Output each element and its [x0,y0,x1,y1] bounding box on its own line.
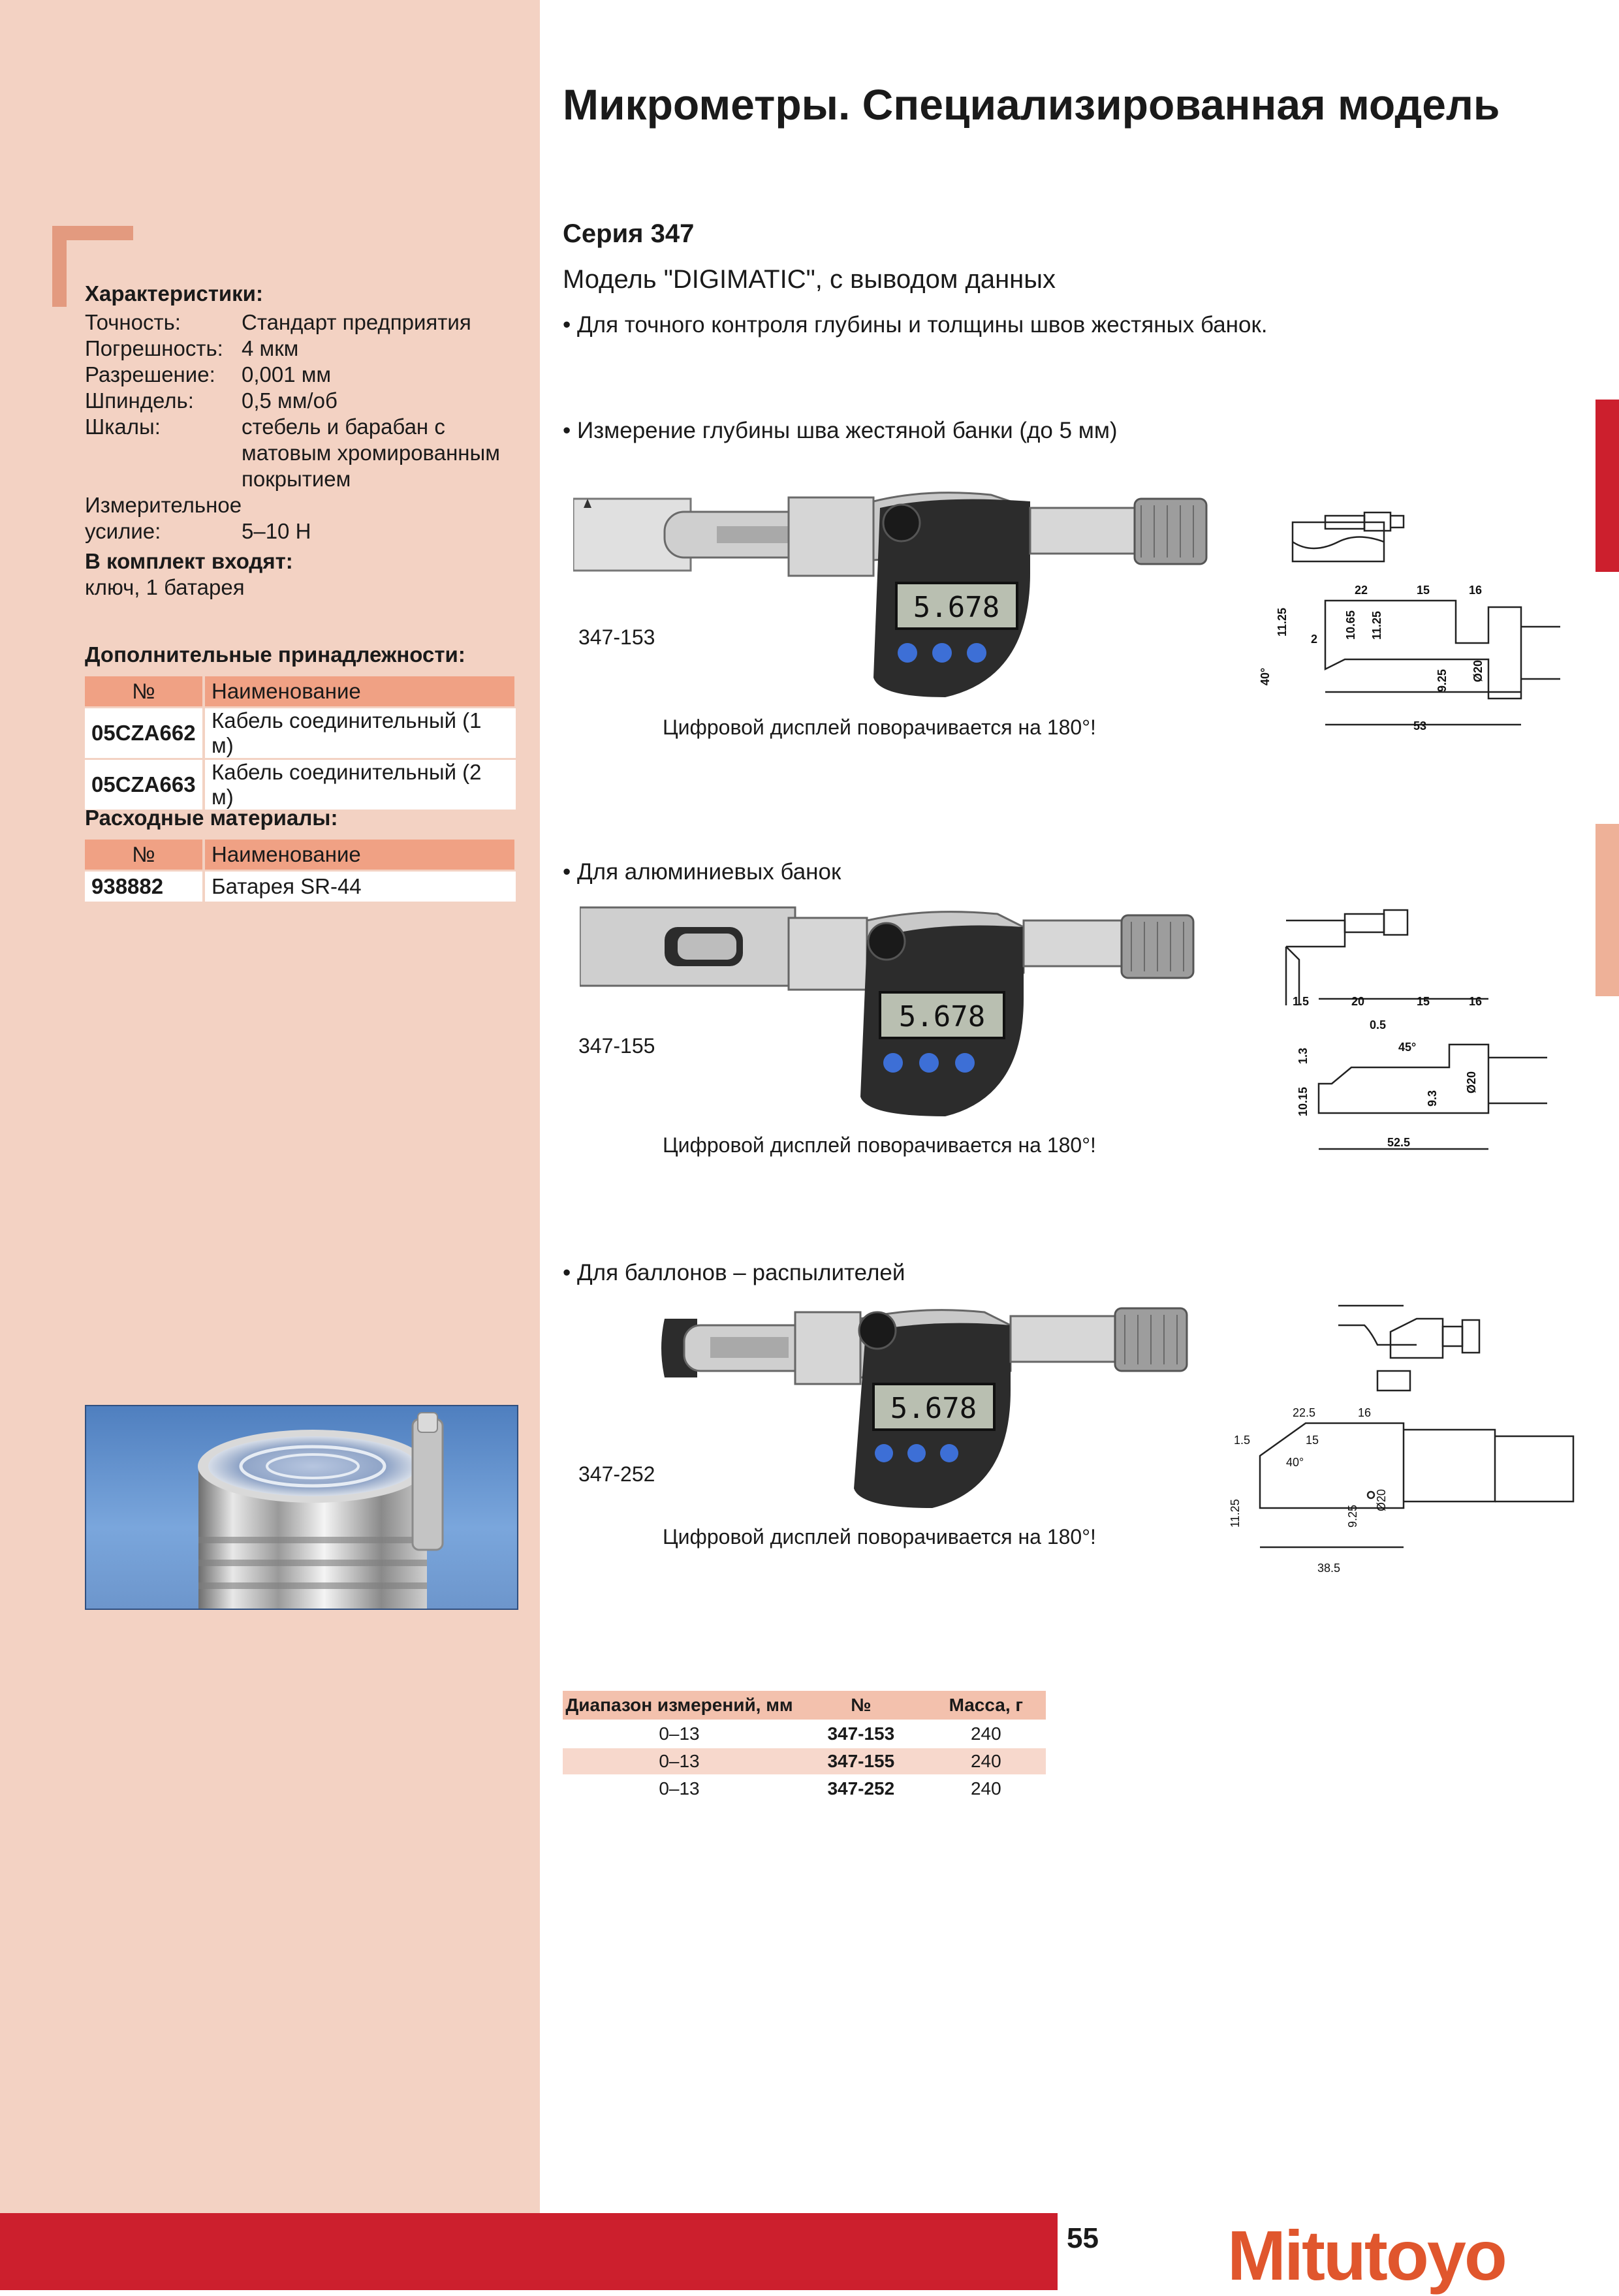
dim-label: 11.25 [1370,611,1383,640]
col-mass: Масса, г [926,1691,1046,1720]
table-row: 0–13 347-155 240 [563,1747,1046,1775]
lcd-display: 5.678 [890,1392,977,1425]
sidebar [0,0,540,2213]
col-name: Наименование [204,840,517,871]
dim-label: 10.65 [1344,610,1357,640]
page-title: Микрометры. Специализированная модель [563,80,1500,129]
dim-label: 1.5 [1234,1434,1250,1447]
dim-label: 53 [1413,719,1426,732]
dim-label: 1.3 [1297,1048,1310,1064]
dim-label: 15 [1306,1434,1319,1447]
dim-label: 11.25 [1229,1499,1242,1528]
micrometer-347-155-icon: 5.678 [580,906,1195,1116]
dimension-drawing-347-252: 22.5 16 1.5 15 40° 11.25 9.25 Ø20 38.5 [1229,1304,1575,1575]
dim-label: 20 [1351,995,1364,1008]
series-title: Серия 347 [563,219,695,248]
kit-title: В комплект входят: [85,549,293,573]
dim-label: 22.5 [1293,1406,1315,1419]
dim-label: 2 [1311,633,1317,646]
spec-row: Точность:Стандарт предприятия [85,310,471,334]
dim-label: 40° [1259,668,1272,685]
page-number: 55 [1067,2222,1099,2254]
lcd-display: 5.678 [913,591,999,624]
dim-label: 10.15 [1297,1087,1310,1116]
product-caption: Цифровой дисплей поворачивается на 180°! [663,1525,1096,1549]
footer-bar [0,2213,1058,2290]
intro-bullet: • Для точного контроля глубины и толщины… [563,312,1268,338]
product-code: 347-155 [578,1034,655,1058]
characteristics-title: Характеристики: [85,281,263,306]
dim-label: Ø20 [1375,1489,1388,1511]
dim-label: 1.5 [1293,995,1309,1008]
table-row: 0–13 347-153 240 [563,1720,1046,1748]
dim-label: 16 [1469,995,1482,1008]
spec-row: Шпиндель:0,5 мм/об [85,388,338,413]
model-subtitle: Модель "DIGIMATIC", с выводом данных [563,265,1056,294]
dim-label: 9.25 [1346,1505,1359,1528]
product-bullet: • Для баллонов – распылителей [563,1260,905,1285]
dim-label: 16 [1358,1406,1371,1419]
product-bullet: • Измерение глубины шва жестяной банки (… [563,418,1118,443]
mitutoyo-logo: Mitutoyo [1227,2216,1507,2295]
dim-label: 9.3 [1426,1090,1439,1107]
dim-label: 0.5 [1370,1018,1386,1031]
dim-label: 52.5 [1387,1136,1410,1149]
product-caption: Цифровой дисплей поворачивается на 180°! [663,716,1096,739]
kit-value: ключ, 1 батарея [85,575,245,599]
product-bullet: • Для алюминиевых банок [563,859,841,885]
footer-white [1058,2213,1619,2290]
dim-label: 15 [1417,995,1430,1008]
dim-label: 40° [1286,1456,1304,1469]
dim-label: 45° [1398,1041,1416,1054]
section-tab [1595,824,1619,996]
accessories-title: Дополнительные принадлежности: [85,642,465,667]
characteristics-block: Характеристики: Точность:Стандарт предпр… [85,281,516,601]
consumables-title: Расходные материалы: [85,806,338,830]
product-code: 347-252 [578,1462,655,1486]
spec-row: Измерительное усилие:5–10 Н [85,493,311,543]
dim-label: 11.25 [1276,608,1289,637]
col-number: № [85,676,205,708]
product-caption: Цифровой дисплей поворачивается на 180°! [663,1133,1096,1157]
col-name: Наименование [204,676,517,708]
dimension-drawing-347-153: 22 15 16 11.25 2 10.65 11.25 9.25 Ø20 40… [1259,511,1560,732]
dim-label: 38.5 [1317,1562,1340,1575]
dimension-drawing-347-155: 1.5 20 15 16 0.5 45° 1.3 10.15 9.3 Ø20 5… [1285,909,1547,1150]
spec-row: Шкалы:стебель и барабан с матовым хромир… [85,415,500,491]
can-image-icon [198,1412,444,1609]
product-spec-table: Диапазон измерений, мм № Масса, г 0–13 3… [563,1691,1046,1802]
dim-label: Ø20 [1465,1071,1478,1093]
micrometer-347-252-icon: 5.678 [661,1307,1188,1508]
table-row: 0–13 347-252 240 [563,1774,1046,1802]
corner-bracket-icon [52,226,133,307]
spec-row: Разрешение:0,001 мм [85,362,332,386]
dim-label: 16 [1469,584,1482,597]
product-code: 347-153 [578,625,655,649]
dim-label: 9.25 [1436,669,1449,692]
micrometer-347-153-icon: 5.678 [573,492,1208,697]
lcd-display: 5.678 [899,1000,985,1033]
section-tab-active [1595,400,1619,572]
spec-row: Погрешность:4 мкм [85,336,299,360]
col-range: Диапазон измерений, мм [563,1691,796,1720]
dim-label: 22 [1355,584,1368,597]
col-number: № [795,1691,926,1720]
dim-label: Ø20 [1471,660,1485,682]
col-number: № [85,840,205,871]
dim-label: 15 [1417,584,1430,597]
can-photo [85,1405,518,1610]
